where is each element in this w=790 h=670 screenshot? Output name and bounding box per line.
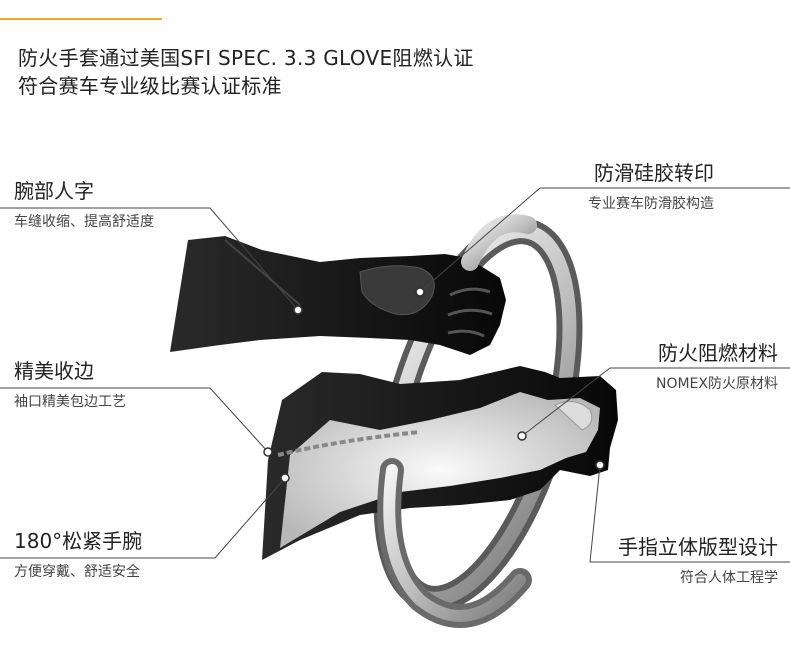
anchor-material	[517, 431, 527, 441]
feature-cuff-title: 180°松紧手腕	[14, 529, 143, 553]
leader-cuff	[0, 477, 286, 559]
top-glove-fingertips	[447, 287, 493, 338]
leader-material	[521, 367, 790, 437]
feature-wrist-cut: 腕部人字 车缝收缩、提高舒适度	[14, 178, 154, 232]
top-glove-cuff-seam	[224, 239, 301, 306]
feature-fingers-subtitle: 符合人体工程学	[680, 570, 778, 586]
feature-hem-subtitle: 袖口精美包边工艺	[14, 394, 126, 410]
feature-cuff: 180°松紧手腕 方便穿戴、舒适安全	[14, 528, 142, 582]
feature-grip-title: 防滑硅胶转印	[594, 161, 714, 185]
feature-fingers: 手指立体版型设计 符合人体工程学	[618, 534, 778, 588]
anchor-wrist-cut	[293, 305, 303, 315]
feature-hem-title: 精美收边	[14, 359, 94, 383]
ring-front-highlight	[383, 464, 526, 622]
feature-wrist-cut-subtitle: 车缝收缩、提高舒适度	[14, 214, 154, 230]
feature-fingers-title: 手指立体版型设计	[618, 535, 778, 559]
feature-wrist-cut-title: 腕部人字	[14, 179, 94, 203]
feature-material-subtitle: NOMEX防火原材料	[655, 376, 778, 392]
leader-wrist-cut	[0, 207, 299, 311]
feature-material-title: 防火阻燃材料	[658, 341, 778, 365]
bottom-glove-cuff-hem	[277, 430, 421, 457]
headline-line-1: 防火手套通过美国SFI SPEC. 3.3 GLOVE阻燃认证	[18, 46, 474, 70]
accent-line	[0, 18, 162, 20]
anchor-fingers	[595, 460, 605, 470]
top-glove-grip-pattern	[359, 265, 435, 316]
leader-hem	[0, 387, 269, 453]
feature-material: 防火阻燃材料 NOMEX防火原材料	[656, 340, 778, 394]
headline-line-2: 符合赛车专业级比赛认证标准	[18, 74, 282, 98]
bottom-glove-lining	[280, 392, 600, 548]
feature-hem: 精美收边 袖口精美包边工艺	[14, 358, 126, 412]
anchor-grip	[415, 287, 425, 297]
anchor-cuff	[280, 473, 290, 483]
top-glove	[170, 236, 506, 355]
feature-cuff-subtitle: 方便穿戴、舒适安全	[14, 564, 140, 580]
headline: 防火手套通过美国SFI SPEC. 3.3 GLOVE阻燃认证 符合赛车专业级比…	[18, 44, 474, 100]
leader-grip	[419, 187, 790, 293]
feature-grip: 防滑硅胶转印 专业赛车防滑胶构造	[588, 160, 714, 214]
leader-fingers	[589, 464, 790, 563]
anchor-hem	[263, 447, 273, 457]
ring-top-front	[461, 214, 537, 271]
feature-grip-subtitle: 专业赛车防滑胶构造	[588, 196, 714, 212]
